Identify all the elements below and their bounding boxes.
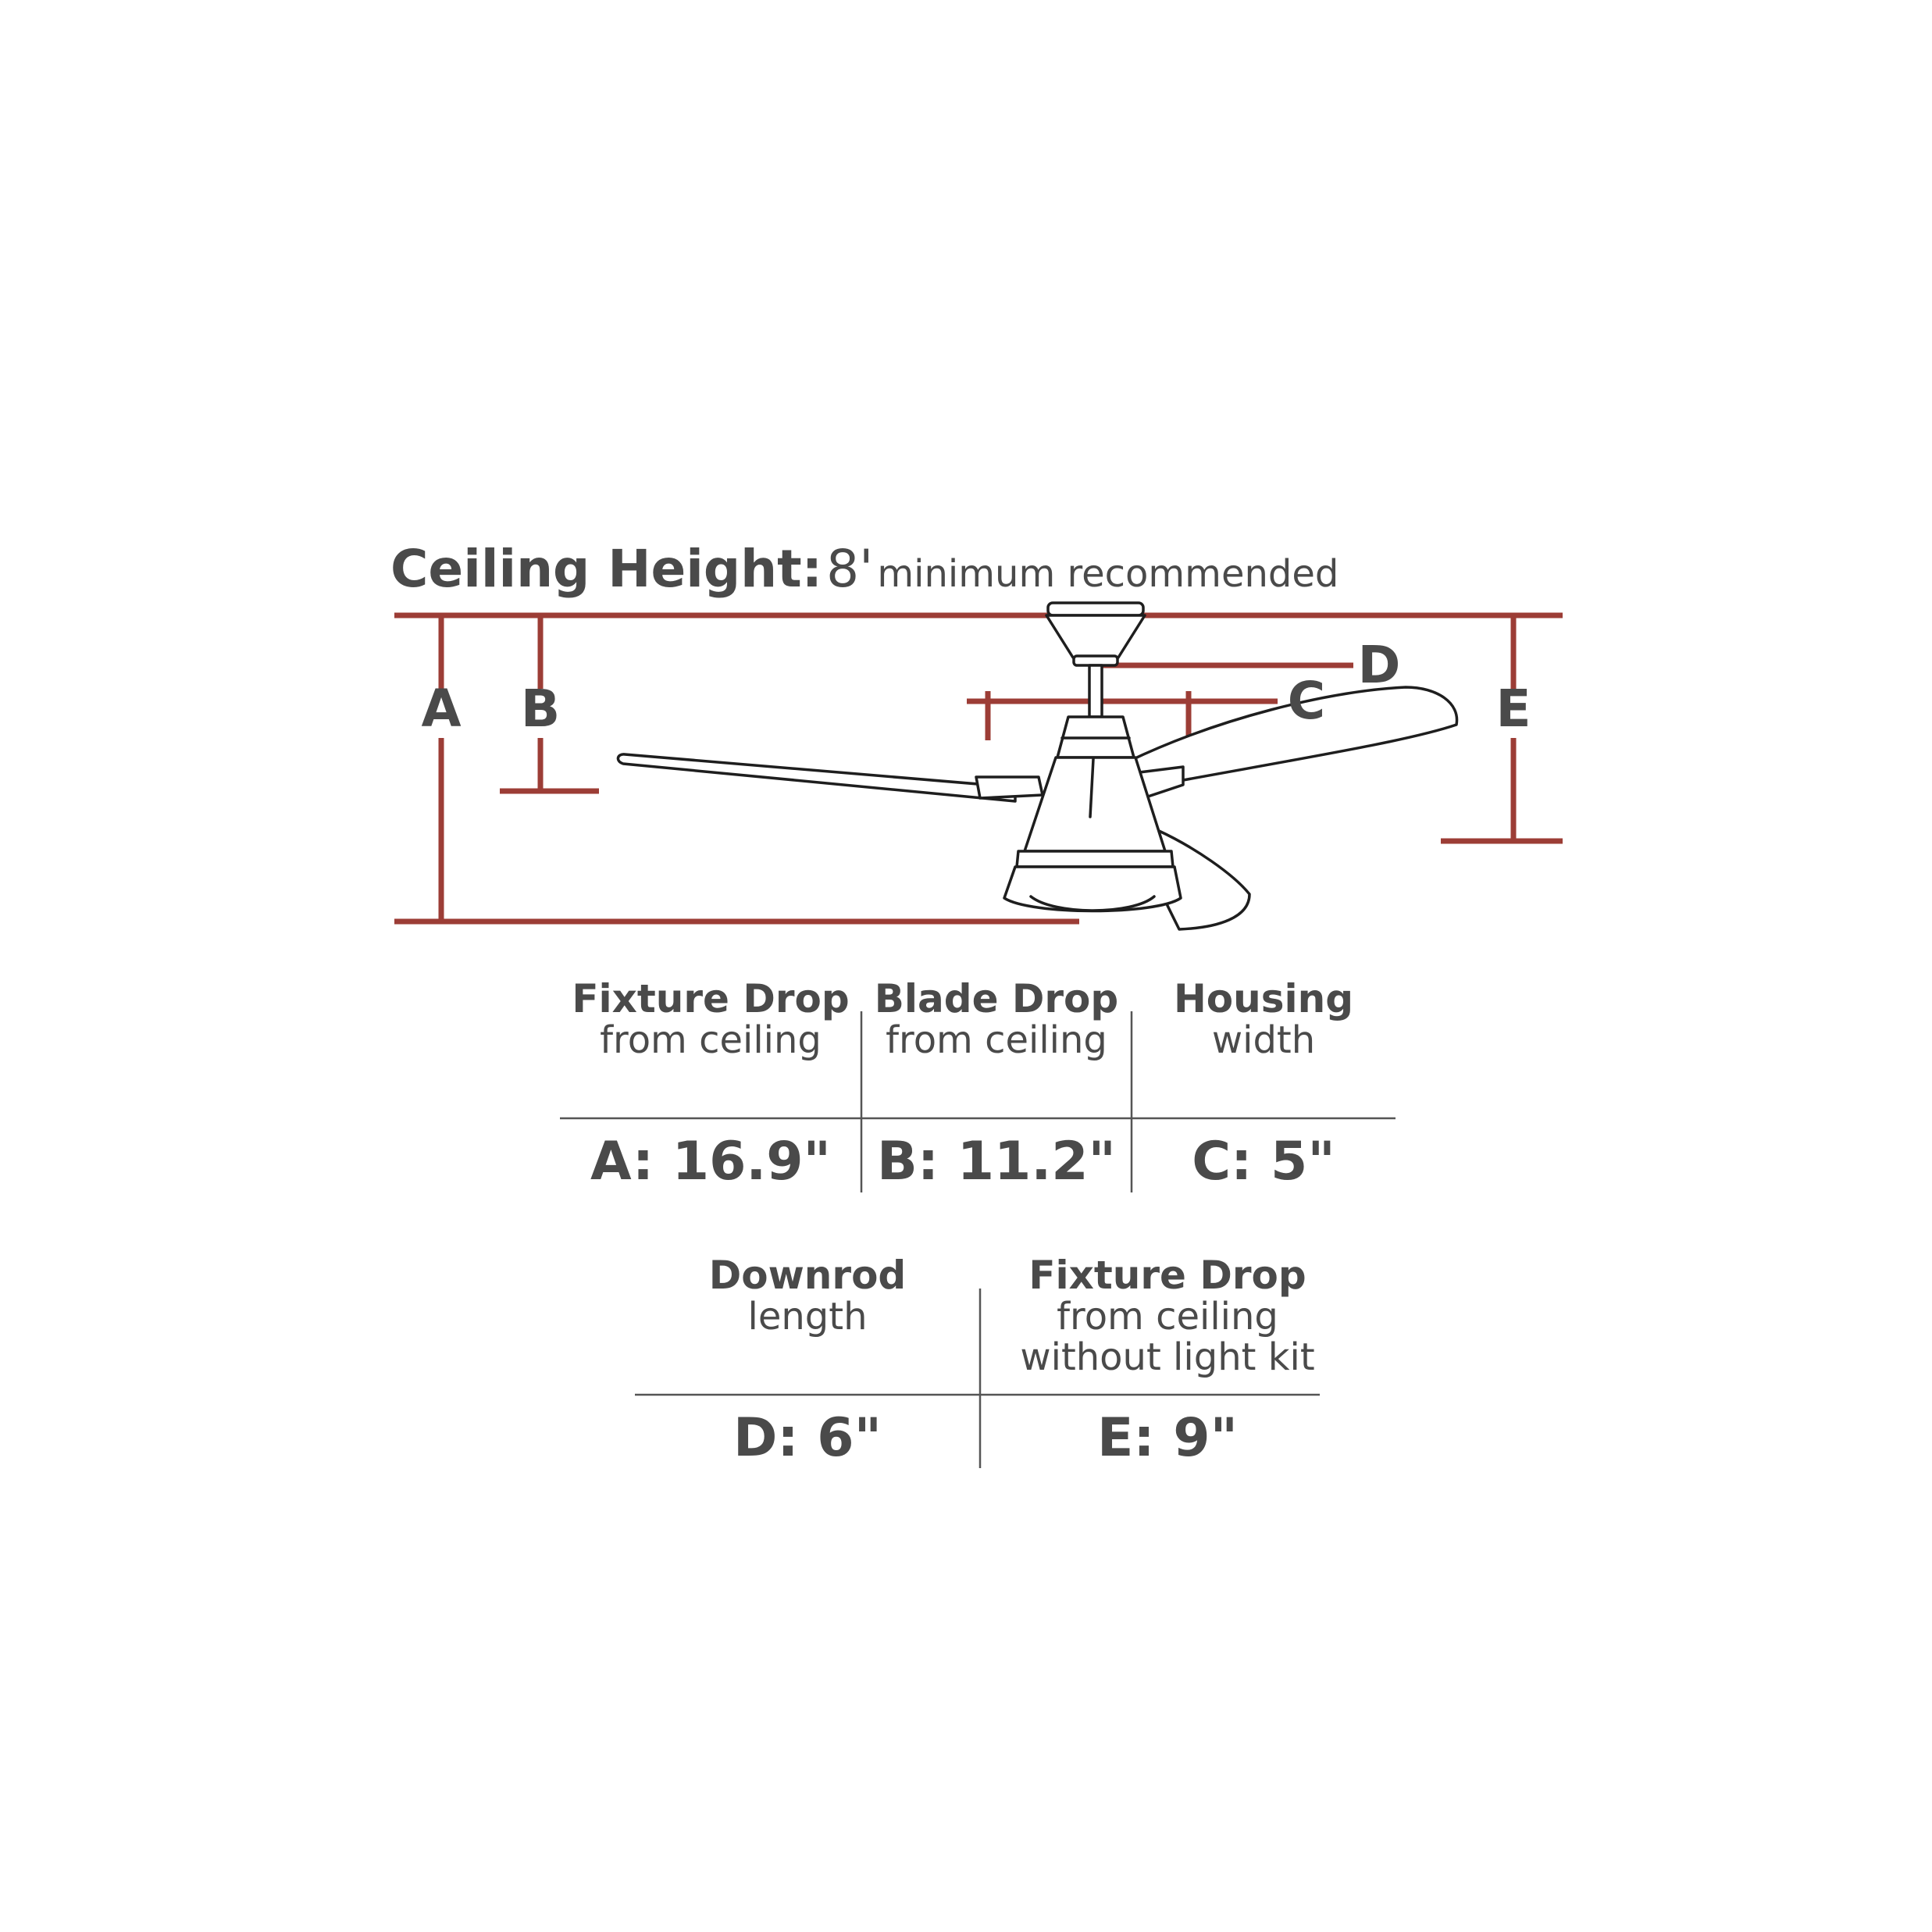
label-b: B [521,679,560,739]
table1-col-housing: Housing width [1132,978,1396,1060]
blade-right [1127,686,1459,790]
table1-heading: Housing [1173,976,1354,1021]
table2-heading: Fixture Drop [1028,1253,1306,1298]
ceiling-height-label: Ceiling Height: [390,539,823,599]
table2-heading: Downrod [708,1253,907,1298]
table1-heading: Fixture Drop [572,976,850,1021]
label-a: A [421,679,461,739]
ceiling-height-title: Ceiling Height: 8' minimum recommended [390,539,1338,599]
table2-col-downrod: Downrod length [635,1254,980,1337]
table1-col-blade-drop: Blade Drop from ceiling [861,978,1132,1060]
table1-heading: Blade Drop [874,976,1119,1021]
label-e: E [1495,679,1531,739]
label-d: D [1358,635,1401,695]
canopy [1045,614,1146,659]
value-d: D: 6" [733,1407,882,1469]
value-a: A: 16.9" [590,1131,831,1192]
value-e: E: 9" [1096,1407,1239,1469]
table1-col-fixture-drop: Fixture Drop from ceiling [560,978,861,1060]
housing-seam [1089,757,1095,818]
canopy-collar [1072,654,1119,667]
table-rules [560,1011,1396,1468]
value-b: B: 11.2" [877,1131,1116,1192]
downrod [1088,664,1103,718]
label-c: C [1288,671,1325,731]
table2-sub2: without light kit [1020,1335,1315,1379]
table1-sub: from ceiling [600,1018,822,1062]
ceiling-height-value: 8' [826,539,874,599]
light-kit-ring [1015,850,1175,868]
dimension-lines [394,612,1563,925]
ceiling-fan-drawing [616,601,1459,931]
table2-sub: from ceiling [1057,1295,1278,1338]
light-glass [1029,895,1156,912]
canopy-top [1046,601,1145,617]
table2-col-fixture-drop: Fixture Drop from ceiling without light … [980,1254,1355,1378]
table2-sub: length [747,1295,868,1338]
light-kit-body [1003,865,1182,913]
table1-sub: from ceiling [886,1018,1107,1062]
blade-iron-left [975,775,1044,800]
value-c: C: 5" [1192,1131,1335,1192]
blade-left [616,753,1017,803]
table1-sub: width [1211,1018,1316,1062]
ceiling-height-note: minimum recommended [877,552,1339,596]
